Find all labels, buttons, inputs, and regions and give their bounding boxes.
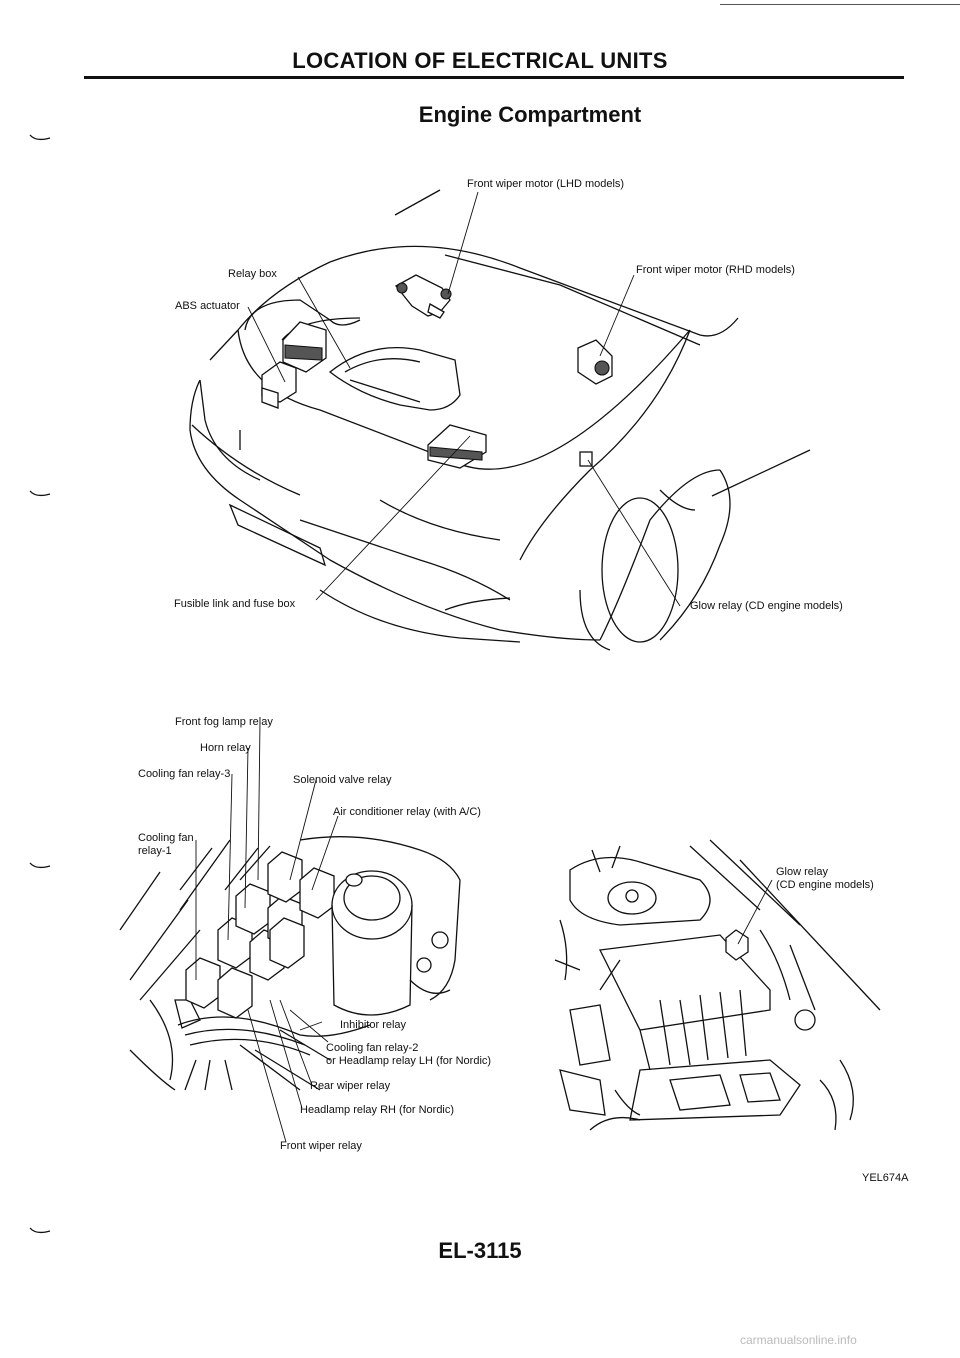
label-air-conditioner-relay: Air conditioner relay (with A/C) [333,806,481,818]
label-horn-relay: Horn relay [200,742,251,754]
label-relay-box: Relay box [228,268,277,280]
top-edge-rule [720,4,960,5]
relay-cluster-illustration [119,721,461,1143]
label-glow-relay-top: Glow relay (CD engine models) [690,600,843,612]
label-front-wiper-motor-lhd: Front wiper motor (LHD models) [467,178,625,190]
label-abs-actuator: ABS actuator [175,300,240,312]
margin-marks [29,134,51,1234]
label-cooling-fan-relay-2: Cooling fan relay-2 or Headlamp relay LH… [326,1042,492,1067]
label-front-wiper-relay: Front wiper relay [280,1140,362,1152]
label-solenoid-valve-relay: Solenoid valve relay [293,774,392,786]
page-title: LOCATION OF ELECTRICAL UNITS [292,48,668,73]
label-rear-wiper-relay: Rear wiper relay [310,1080,391,1092]
label-fusible-link-and-fuse-box: Fusible link and fuse box [174,598,296,610]
page-number: EL-3115 [438,1238,522,1263]
section-title: Engine Compartment [418,102,642,127]
label-headlamp-relay-rh: Headlamp relay RH (for Nordic) [300,1104,455,1116]
label-front-wiper-motor-rhd: Front wiper motor (RHD models) [636,264,795,276]
figure-code: YEL674A [862,1172,909,1184]
label-cooling-fan-relay-1: Cooling fan relay-1 [138,832,194,857]
label-cooling-fan-relay-3: Cooling fan relay-3 [138,768,231,780]
label-inhibitor-relay: Inhibitor relay [340,1019,407,1031]
label-glow-relay-bottom: Glow relay (CD engine models) [776,866,874,891]
car-front-illustration [189,189,811,651]
engine-bay-illustration [554,839,881,1131]
watermark: carmanualsonline.info [740,1333,857,1347]
label-front-fog-lamp-relay: Front fog lamp relay [175,716,273,728]
title-underline [84,76,904,79]
